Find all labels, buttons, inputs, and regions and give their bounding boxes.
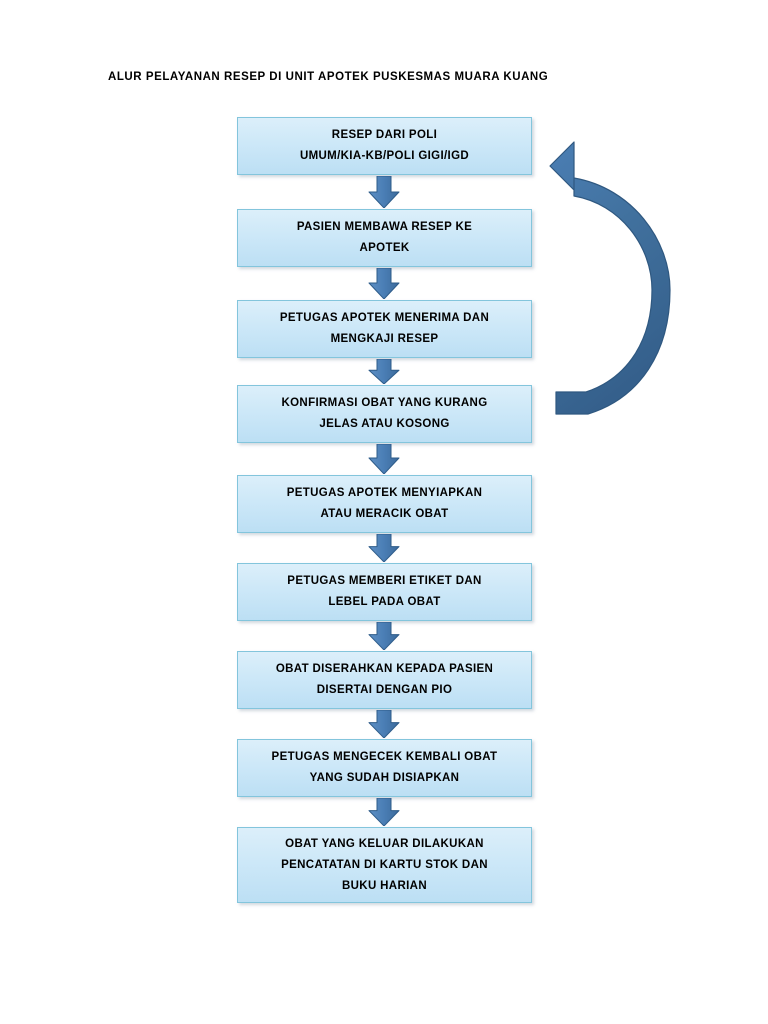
down-arrow-icon xyxy=(367,534,401,562)
down-arrow-icon xyxy=(367,359,401,384)
down-arrow-icon xyxy=(367,710,401,738)
feedback-loop-arrow-icon xyxy=(536,120,706,440)
page-title: ALUR PELAYANAN RESEP DI UNIT APOTEK PUSK… xyxy=(108,71,549,83)
down-arrow-icon xyxy=(367,176,401,208)
down-arrow-icon xyxy=(367,444,401,474)
down-arrow-icon xyxy=(367,622,401,650)
down-arrow-icon xyxy=(367,798,401,826)
down-arrow-icon xyxy=(367,268,401,299)
